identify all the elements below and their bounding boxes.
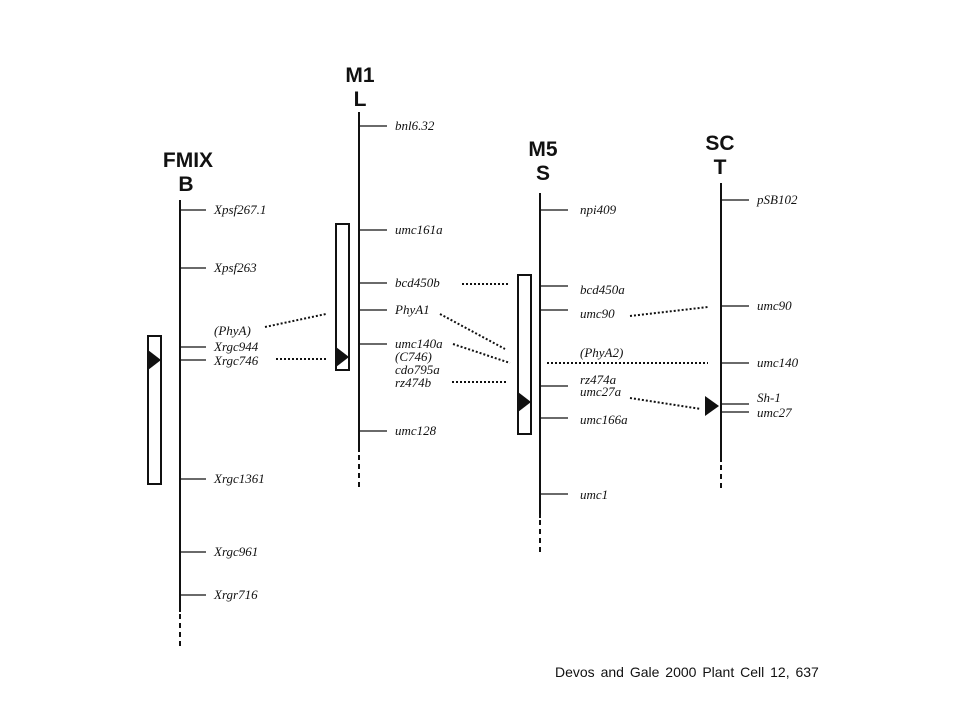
m1-arrowhead — [336, 347, 349, 367]
sc-arm-label: T — [714, 156, 727, 179]
fmix-region-box — [147, 335, 162, 485]
marker-label: Xrgc746 — [213, 353, 259, 368]
m5-marker-labels: npi409 bcd450a umc90 (PhyA2) rz474a umc2… — [580, 202, 628, 502]
m5-region-box — [517, 274, 532, 435]
marker-label: rz474b — [395, 375, 432, 390]
marker-label: PhyA1 — [394, 302, 430, 317]
marker-label: Xpsf267.1 — [213, 202, 266, 217]
marker-label: Xrgc944 — [213, 339, 259, 354]
sc-arrowhead — [705, 396, 719, 416]
marker-label: umc27 — [757, 405, 792, 420]
marker-label: umc166a — [580, 412, 628, 427]
marker-label: umc90 — [757, 298, 792, 313]
citation-text: Devos and Gale 2000 Plant Cell 12, 637 — [555, 664, 819, 680]
m1-region-box — [335, 223, 350, 371]
fmix-title: FMIX — [163, 149, 213, 172]
fmix-marker-labels: Xpsf267.1 Xpsf263 (PhyA) Xrgc944 Xrgc746… — [213, 202, 266, 602]
marker-label: umc1 — [580, 487, 608, 502]
connector-umc27 — [629, 397, 702, 410]
marker-label: umc128 — [395, 423, 437, 438]
sc-marker-labels: pSB102 umc90 umc140 Sh-1 umc27 — [756, 192, 799, 420]
marker-label: Xrgc961 — [213, 544, 258, 559]
m1-title: M1 — [345, 64, 374, 87]
marker-label: (PhyA2) — [580, 345, 623, 360]
marker-label: umc27a — [580, 384, 622, 399]
marker-label: Sh-1 — [757, 390, 781, 405]
sc-title: SC — [705, 132, 734, 155]
m5-arrowhead — [518, 392, 531, 412]
marker-label: Xrgr716 — [213, 587, 258, 602]
marker-label: Xpsf263 — [213, 260, 257, 275]
marker-label: cdo795a — [395, 362, 440, 377]
connector-phya1-phya2 — [439, 313, 506, 350]
connector-phya-fmix-m1 — [264, 313, 327, 328]
marker-label: pSB102 — [756, 192, 798, 207]
marker-label: bnl6.32 — [395, 118, 435, 133]
marker-label: bcd450a — [580, 282, 625, 297]
marker-label: umc140a — [395, 336, 443, 351]
m1-marker-labels: bnl6.32 umc161a bcd450b PhyA1 umc140a (C… — [394, 118, 443, 438]
marker-label: rz474a — [580, 372, 617, 387]
fmix-arrowhead — [148, 350, 161, 370]
marker-label: bcd450b — [395, 275, 440, 290]
marker-label: Xrgc1361 — [213, 471, 265, 486]
marker-label: umc161a — [395, 222, 443, 237]
m1-arm-label: L — [354, 88, 367, 111]
m5-arm-label: S — [536, 162, 550, 185]
marker-label: (PhyA) — [214, 323, 251, 338]
marker-label: npi409 — [580, 202, 617, 217]
marker-label: (C746) — [395, 349, 432, 364]
fmix-arm-label: B — [178, 173, 193, 196]
connector-umc90 — [629, 306, 709, 317]
m5-title: M5 — [528, 138, 557, 161]
marker-label: umc140 — [757, 355, 799, 370]
marker-label: umc90 — [580, 306, 615, 321]
